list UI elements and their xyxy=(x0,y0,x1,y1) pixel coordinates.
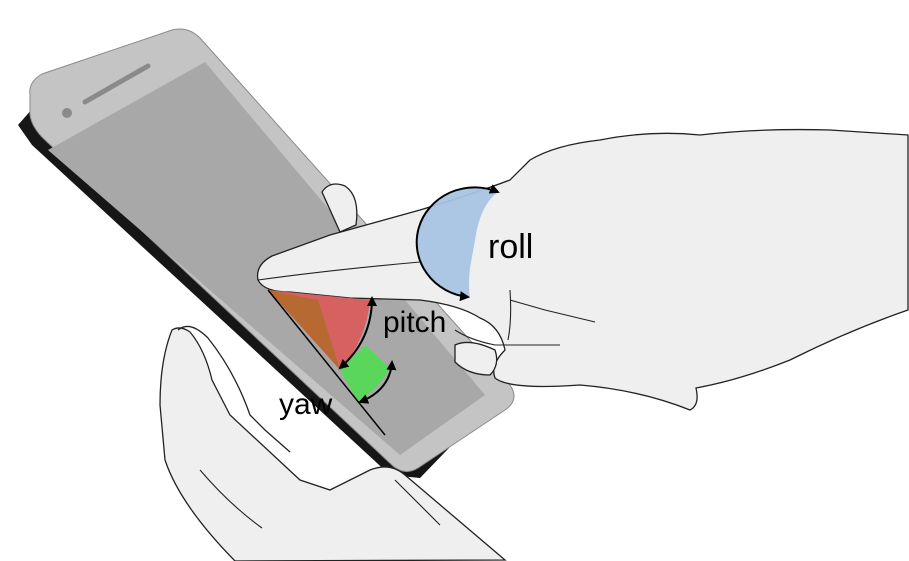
pitch-label: pitch xyxy=(383,306,446,339)
roll-arrow xyxy=(415,184,500,302)
pitch-arrow xyxy=(338,296,377,370)
left-thumb xyxy=(177,325,291,453)
left-hand xyxy=(159,325,507,561)
knuckle-line xyxy=(507,289,512,341)
finger-crease-3 xyxy=(509,299,596,323)
pitch-overlap xyxy=(268,290,340,370)
camera-icon xyxy=(62,108,72,118)
thumb-under xyxy=(454,341,498,376)
finger-crease-2 xyxy=(454,329,560,346)
left-hand-crease-2 xyxy=(394,479,441,526)
left-hand-palm xyxy=(159,327,507,561)
reference-line xyxy=(267,289,386,436)
left-hand-crease xyxy=(199,469,263,529)
yaw-label: yaw xyxy=(279,388,333,421)
roll-label: roll xyxy=(488,228,533,266)
back-finger xyxy=(321,183,358,233)
finger-crease-1 xyxy=(257,261,421,281)
speaker-icon xyxy=(82,63,151,105)
right-hand xyxy=(256,128,909,411)
right-hand-body xyxy=(256,128,909,411)
yaw-arrow xyxy=(358,360,397,404)
